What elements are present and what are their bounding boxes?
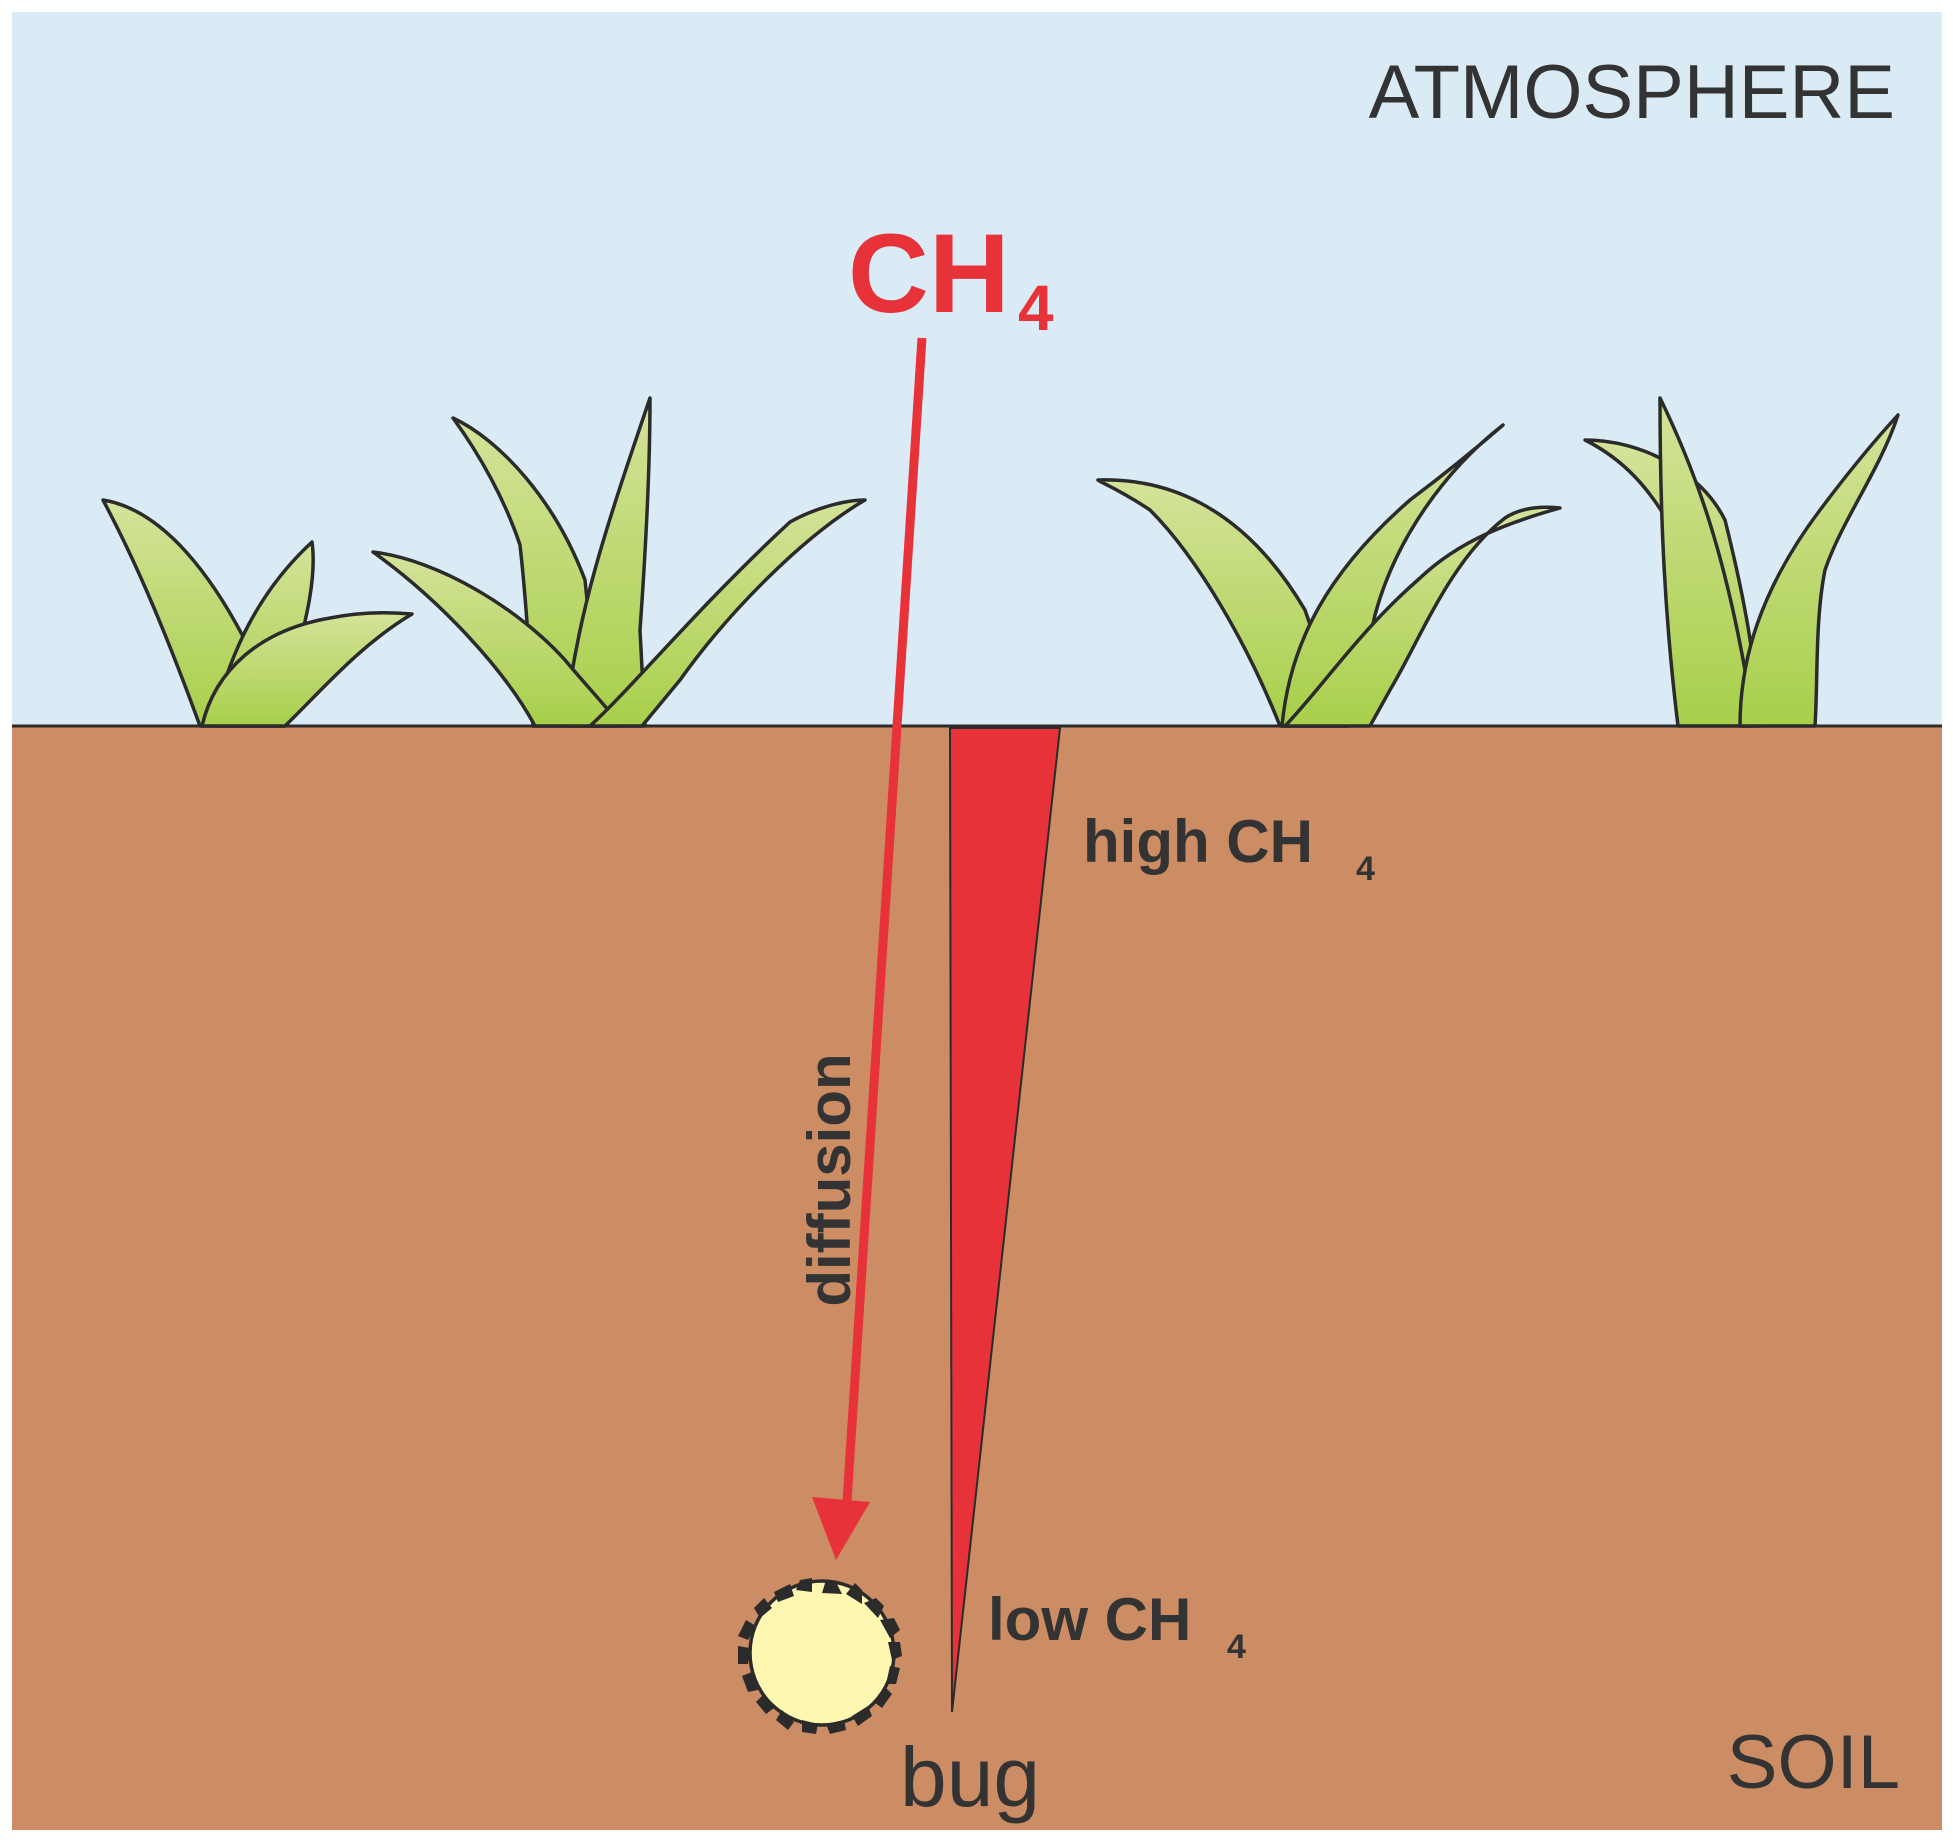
concentration-gradient-wedge — [948, 727, 1062, 1713]
high-ch4-subscript: 4 — [1356, 850, 1375, 888]
diffusion-arrow-shaft — [842, 337, 927, 1503]
low-ch4-label: low CH — [988, 1586, 1191, 1653]
grass-tuft-icon — [1583, 396, 1900, 728]
spiky-circle-microbe-icon — [738, 1578, 902, 1734]
ch4-main-label: CH — [848, 211, 1010, 336]
bug-label: bug — [900, 1730, 1040, 1824]
diffusion-label: diffusion — [796, 1053, 863, 1306]
atmosphere-region — [12, 12, 1942, 726]
atmosphere-label: ATMOSPHERE — [1369, 50, 1895, 135]
grass-tuft-icon — [101, 498, 414, 728]
soil-label: SOIL — [1727, 1720, 1900, 1805]
down-arrow-icon — [812, 1497, 870, 1560]
high-ch4-label: high CH — [1083, 808, 1313, 875]
grass-tuft-icon — [1096, 423, 1562, 728]
low-ch4-subscript: 4 — [1227, 1628, 1246, 1666]
ch4-main-subscript: 4 — [1018, 272, 1054, 344]
grass-tuft-icon — [371, 396, 867, 728]
